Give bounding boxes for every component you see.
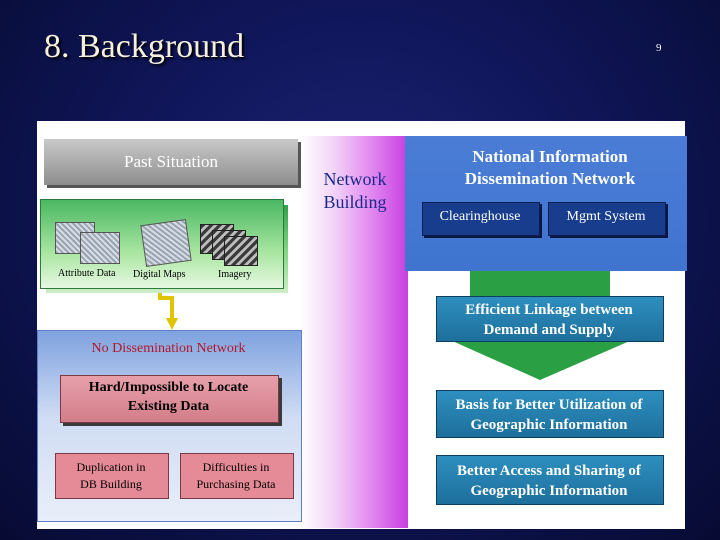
past-situation-box [44,139,298,185]
difficulties-line2: Purchasing Data [196,477,276,491]
better-access-line2: Geographic Information [470,483,628,499]
difficulties-text: Difficulties in Purchasing Data [180,459,292,493]
mgmt-system-label: Mgmt System [566,209,646,224]
attribute-data-label: Attribute Data [58,268,116,279]
slide-number: 9 [656,42,662,54]
duplication-line1: Duplication in [76,460,146,474]
nidn-title: National Information Dissemination Netwo… [420,146,680,190]
connector-arrowhead [166,318,178,330]
efficient-linkage-text: Efficient Linkage between Demand and Sup… [436,300,662,340]
better-access-line1: Better Access and Sharing of [457,463,641,479]
network-building-line1: Network [323,169,387,189]
nidn-line2: Dissemination Network [464,169,636,188]
duplication-box [55,453,169,499]
efficient-linkage-line2: Demand and Supply [483,322,615,338]
clearinghouse-label: Clearinghouse [439,209,521,224]
better-access-text: Better Access and Sharing of Geographic … [436,461,662,501]
clearinghouse-box [422,202,540,236]
hard-to-locate-line2: Existing Data [127,399,210,414]
network-building-band [300,136,408,528]
network-building-line2: Building [323,192,387,212]
better-access-box [436,455,664,505]
basis-text: Basis for Better Utilization of Geograph… [436,395,662,435]
basis-line2: Geographic Information [470,417,628,433]
slide-title: 8. Background [44,28,245,65]
hard-to-locate-line1: Hard/Impossible to Locate [88,380,249,395]
imagery-thumbnail-3 [224,236,258,266]
difficulties-line1: Difficulties in [202,460,270,474]
digital-maps-label: Digital Maps [133,269,186,280]
duplication-line2: DB Building [80,477,142,491]
nidn-line1: National Information [472,147,628,166]
mgmt-system-box [548,202,666,236]
basis-line1: Basis for Better Utilization of [455,397,643,413]
efficient-linkage-line1: Efficient Linkage between [465,302,633,318]
hard-to-locate-box [60,375,279,423]
imagery-label: Imagery [218,269,252,280]
difficulties-box [180,453,294,499]
hard-to-locate-text: Hard/Impossible to Locate Existing Data [60,378,277,416]
basis-box [436,390,664,438]
no-dissemination-title: No Dissemination Network [91,341,246,356]
efficient-linkage-box [436,296,664,342]
duplication-text: Duplication in DB Building [55,459,167,493]
digital-map-thumbnail [140,219,192,267]
network-building-label: Network Building [312,168,398,214]
attribute-data-thumbnail-2 [80,232,120,264]
past-situation-label: Past Situation [124,152,218,171]
